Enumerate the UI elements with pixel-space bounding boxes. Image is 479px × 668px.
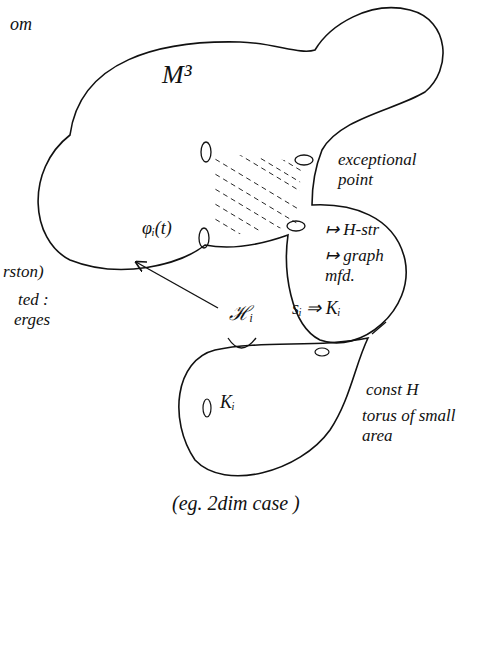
torus-outline	[179, 338, 368, 476]
small-cycle	[315, 348, 329, 356]
annotation: ↦ H-str	[325, 220, 405, 240]
region-label: ℋᵢ	[229, 302, 269, 325]
region-label: Kᵢ	[220, 392, 260, 413]
annotation: torus of small area	[362, 406, 462, 445]
fragment-text: om	[10, 14, 70, 35]
annotation: sᵢ ⇒ Kᵢ	[292, 298, 392, 319]
annotation: const H	[366, 380, 456, 400]
arrow-tail	[372, 322, 386, 334]
map-label: φᵢ(t)	[142, 218, 212, 239]
fragment-text: ted :	[18, 290, 78, 310]
torus-handle	[203, 399, 211, 417]
caption-note: (eg. 2dim case )	[172, 492, 412, 515]
annotation: ↦ graph mfd.	[325, 246, 403, 285]
leader-arrow	[136, 262, 218, 308]
fragment-text: erges	[14, 310, 84, 330]
fragment-text: rston)	[3, 262, 73, 282]
curve-under-h	[228, 338, 256, 348]
neck-ellipses	[199, 142, 313, 248]
annotation: exceptional point	[338, 150, 438, 189]
manifold-outline	[38, 8, 443, 343]
manifold-name: M³	[162, 60, 232, 90]
